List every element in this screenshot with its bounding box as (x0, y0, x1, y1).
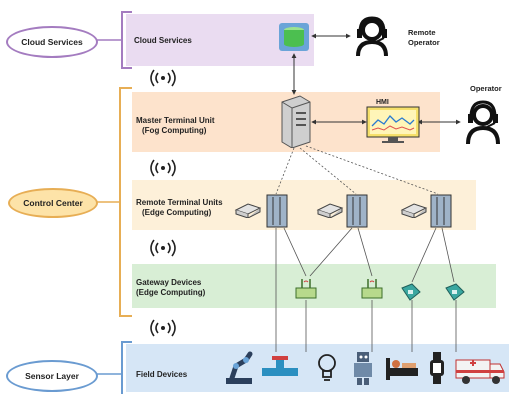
gateway-router-icon (295, 279, 317, 299)
ambulance-icon (455, 359, 505, 384)
hmi-label: HMI (376, 99, 389, 106)
wireless-signal-icon (150, 69, 176, 87)
rtu-device-icon (400, 203, 428, 218)
wireless-signal-icon (150, 239, 176, 257)
rtu1-gateway-link (283, 227, 307, 277)
rtu3-gateway3-link (411, 227, 437, 283)
smartwatch-icon (430, 352, 444, 384)
server-rtu1-link (275, 147, 295, 195)
rtu-rack-icon (430, 194, 452, 228)
control-center-group: Control Center (8, 188, 98, 218)
remote-operator-label: Remote Operator (408, 28, 440, 48)
remote-terminal-band (132, 180, 476, 230)
gateway-label: Gateway Devices (Edge Computing) (136, 278, 205, 298)
control-center-group-label: Control Center (23, 198, 83, 208)
control-bracket (119, 87, 132, 317)
sensor-bracket (121, 341, 132, 394)
remote-operator-icon (356, 16, 388, 56)
remote-terminal-subtitle: (Edge Computing) (142, 208, 212, 217)
remote-terminal-label: Remote Terminal Units (Edge Computing) (136, 198, 223, 218)
server-rtu2-link (299, 147, 357, 195)
rtu3-gateway4-link (441, 227, 455, 283)
patient-bed-icon (386, 358, 418, 380)
hmi-monitor-icon (366, 106, 420, 143)
remote-terminal-title: Remote Terminal Units (136, 198, 223, 207)
database-icon (279, 23, 309, 51)
sensor-layer-group: Sensor Layer (6, 360, 98, 392)
gateway-title: Gateway Devices (136, 278, 202, 287)
master-terminal-label: Master Terminal Unit (Fog Computing) (136, 116, 215, 136)
server-tower-icon (281, 95, 311, 148)
cloud-services-group-label: Cloud Services (21, 37, 83, 47)
remote-operator-line1: Remote (408, 28, 436, 37)
rtu-rack-icon (266, 194, 288, 228)
gateway-handheld-icon (445, 283, 465, 301)
field-devices-band (126, 344, 509, 392)
master-terminal-subtitle: (Fog Computing) (142, 126, 207, 135)
gateway-subtitle: (Edge Computing) (136, 288, 206, 297)
light-bulb-icon (318, 354, 336, 381)
server-rtu3-link (305, 145, 439, 195)
operator-icon (466, 100, 500, 144)
rtu-device-icon (234, 203, 262, 218)
valve-pipe-icon (262, 356, 298, 376)
robot-arm-icon (226, 351, 253, 384)
field-devices-label: Field Devices (136, 370, 188, 379)
cloud-services-layer-label: Cloud Services (134, 36, 192, 45)
master-terminal-title: Master Terminal Unit (136, 116, 215, 125)
operator-label: Operator (470, 84, 502, 93)
gateway-router-icon (361, 279, 383, 299)
wireless-signal-icon (150, 159, 176, 177)
cloud-bracket (121, 11, 132, 69)
rtu-device-icon (316, 203, 344, 218)
remote-operator-line2: Operator (408, 38, 440, 47)
sensor-layer-group-label: Sensor Layer (25, 371, 79, 381)
gateway-handheld-icon (401, 283, 421, 301)
rtu-rack-icon (346, 194, 368, 228)
rtu2-gateway1-link (309, 227, 353, 277)
wireless-signal-icon (150, 319, 176, 337)
robot-icon (354, 352, 372, 385)
rtu2-gateway2-link (357, 227, 373, 277)
cloud-services-group: Cloud Services (6, 26, 98, 58)
